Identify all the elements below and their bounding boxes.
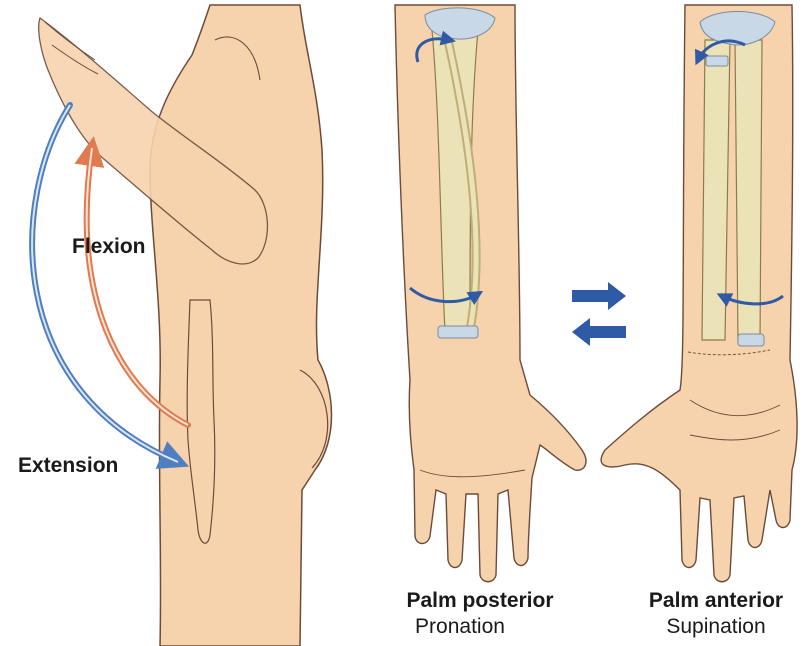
forearm-supination [601,5,797,582]
forearm-pronation [395,5,586,582]
pronation-label: Pronation [415,616,505,637]
arrow-right-icon [572,282,626,310]
supination-title: Palm anterior [649,590,783,611]
arrow-left-icon [572,318,626,346]
torso-figure [39,5,332,646]
extension-label: Extension [18,455,118,476]
flexion-label: Flexion [72,236,146,257]
pronation-title: Palm posterior [406,590,553,611]
direction-arrows [572,282,626,346]
supination-label: Supination [666,616,765,637]
